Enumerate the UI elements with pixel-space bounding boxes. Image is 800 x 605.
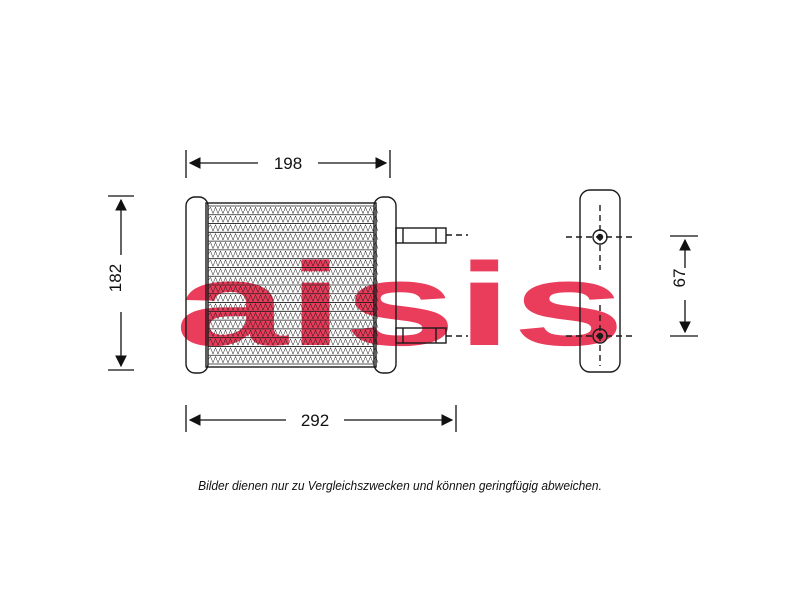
dimension-label-67: 67 (670, 269, 689, 288)
core-fins (207, 205, 379, 365)
dimension-pipe-spacing (670, 235, 698, 337)
disclaimer-text: Bilder dienen nur zu Vergleichszwecken u… (198, 478, 602, 493)
dimension-height (108, 195, 134, 371)
dimension-label-292: 292 (301, 411, 329, 430)
dimension-label-198: 198 (274, 154, 302, 173)
outlet-pipe (395, 327, 468, 344)
side-plate (579, 189, 621, 373)
dimension-label-182: 182 (106, 264, 125, 292)
dimension-core-width (185, 150, 391, 178)
radiator-front-view (185, 196, 468, 374)
core-frame (205, 202, 377, 368)
dimension-overall-width (185, 405, 457, 432)
inlet-pipe (395, 227, 468, 244)
radiator-side-view (566, 189, 636, 373)
